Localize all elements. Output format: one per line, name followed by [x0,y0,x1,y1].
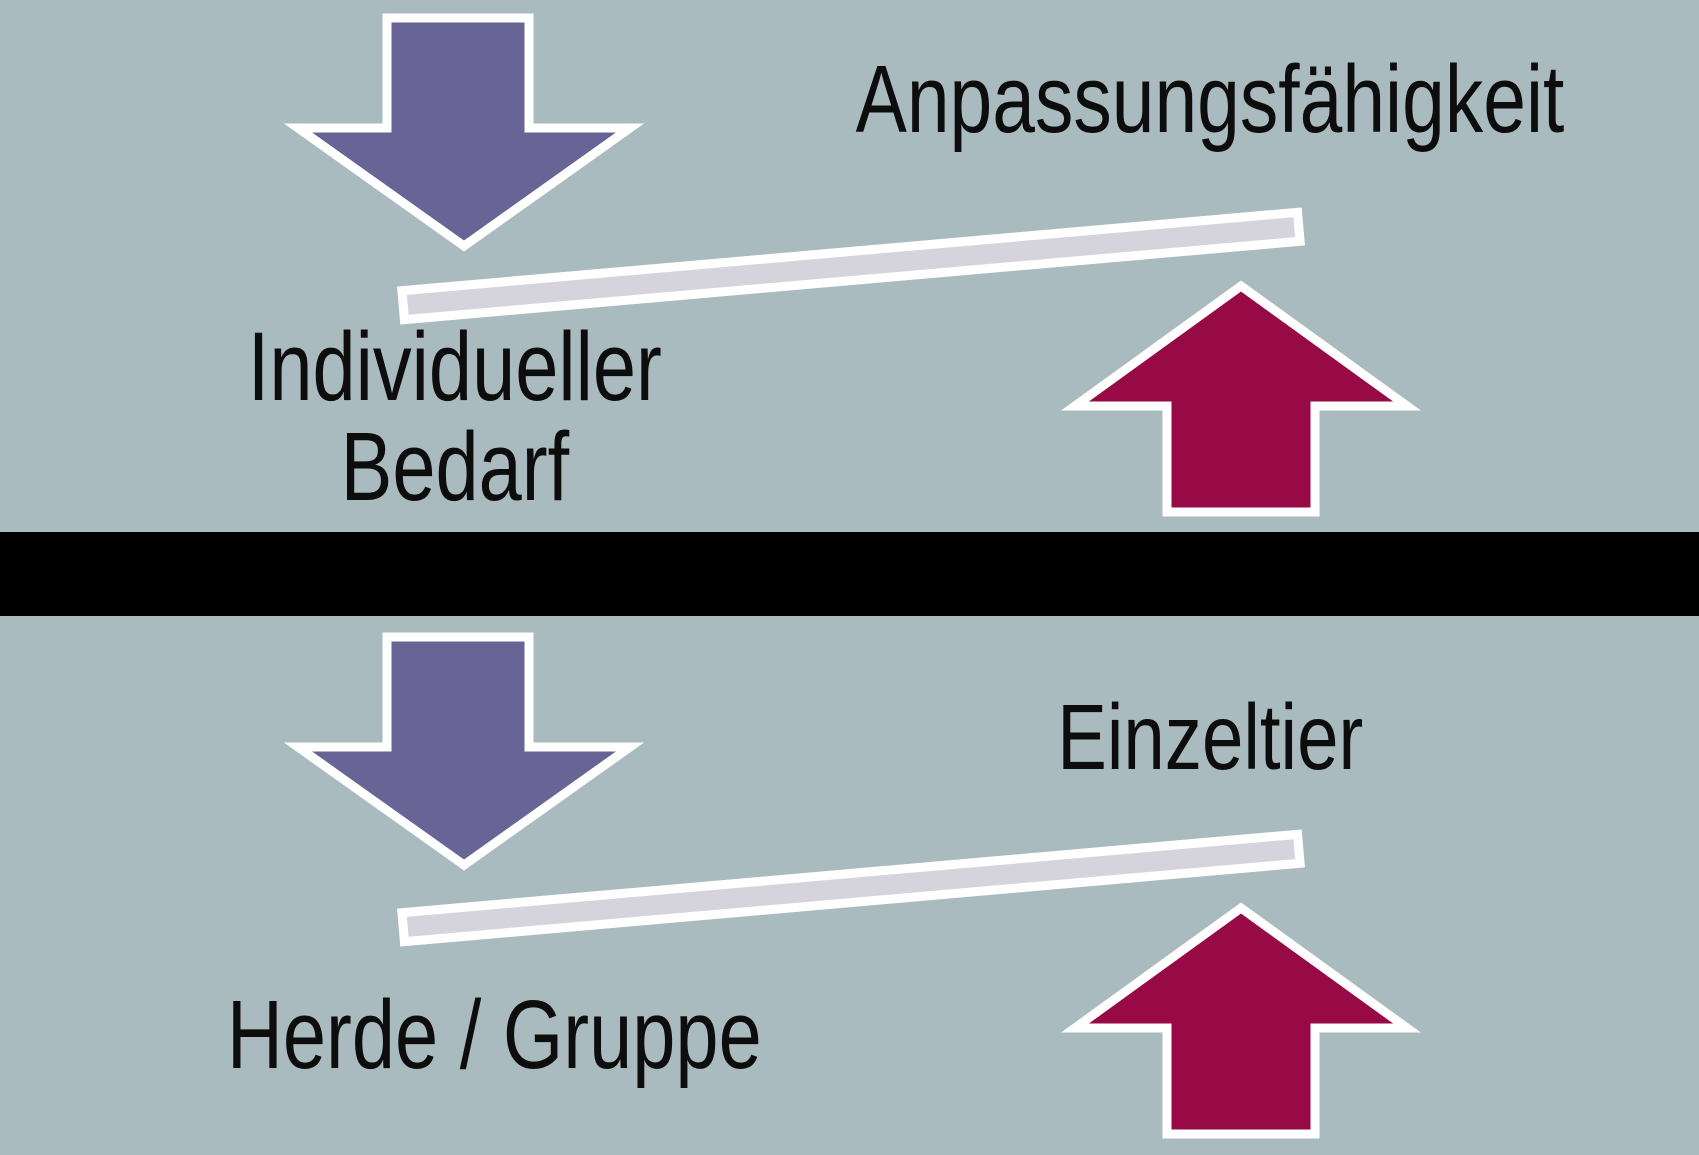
down-arrow-icon [283,632,645,871]
single-animal-label-text: Einzeltier [1057,685,1363,789]
single-animal-label: Einzeltier [905,691,1515,784]
individual-need-line2: Bedarf [340,412,570,521]
herd-group-label: Herde / Gruppe [160,986,820,1083]
herd-group-label-text: Herde / Gruppe [226,980,762,1089]
up-arrow-icon [1061,902,1421,1139]
adaptability-label-text: Anpassungsfähigkeit [855,46,1565,153]
individual-need-line1: Individueller [247,312,663,421]
adaptability-label: Anpassungsfähigkeit [705,52,1699,148]
panel-divider [0,532,1699,616]
up-arrow-icon [1061,280,1421,517]
down-arrow-icon [283,13,645,252]
individual-need-label: Individueller Bedarf [145,317,765,517]
